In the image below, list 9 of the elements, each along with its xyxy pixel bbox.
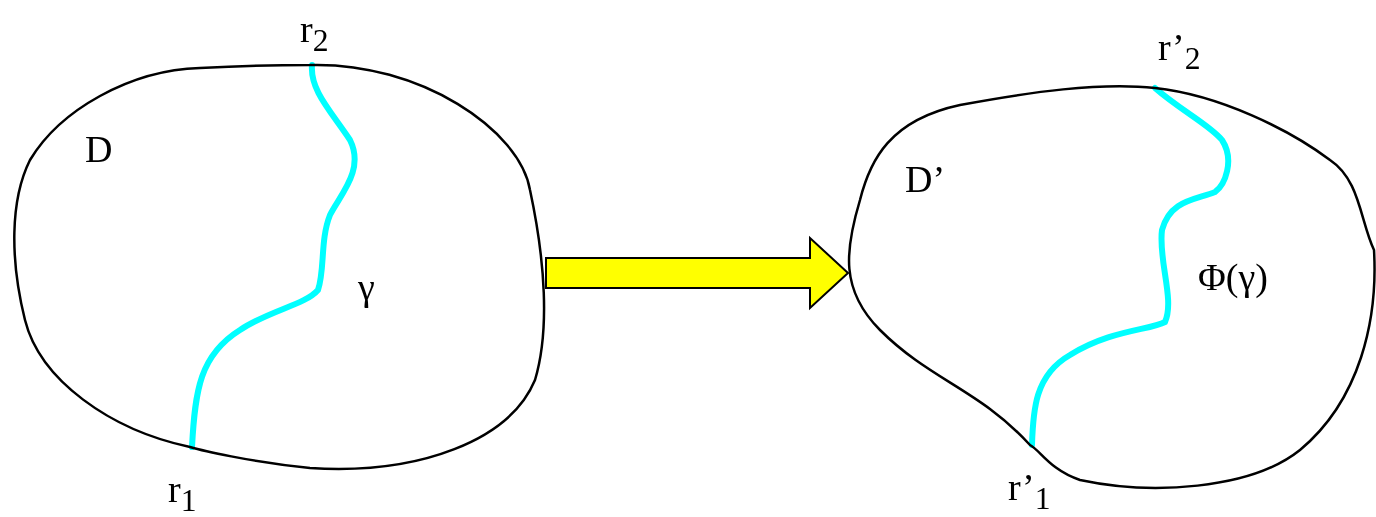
curve-label: r’$_{1}$: [1008, 468, 1051, 515]
curve-label: Φ(γ): [1198, 258, 1268, 296]
curve-label: r’$_{2}$: [1158, 28, 1201, 75]
curve-label: r$_{1}$: [168, 470, 197, 517]
curve-label: γ: [358, 268, 375, 306]
region-label: D’: [905, 160, 946, 198]
arrow: [545, 235, 850, 311]
region-label: D: [85, 130, 113, 168]
curve-label: r$_{2}$: [300, 10, 329, 57]
